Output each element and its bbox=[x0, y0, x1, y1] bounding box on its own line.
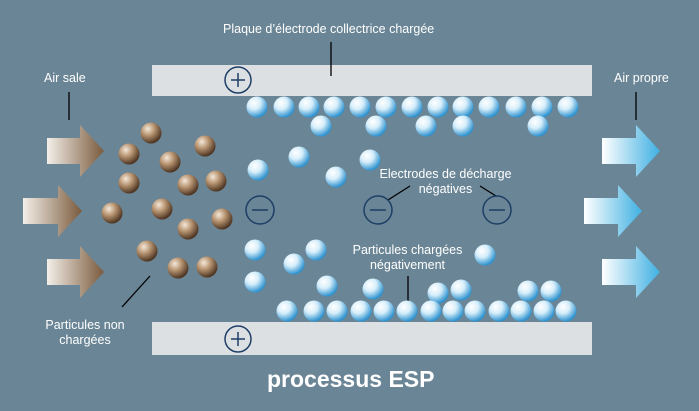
uncharged-particle bbox=[211, 208, 233, 230]
charged-particle bbox=[365, 115, 387, 137]
uncharged-particle bbox=[159, 151, 181, 173]
charged-particle bbox=[303, 300, 325, 322]
charged-particle bbox=[273, 96, 295, 118]
charged-particle bbox=[464, 300, 486, 322]
uncharged-particle bbox=[118, 143, 140, 165]
charged-particle bbox=[517, 280, 539, 302]
charged-particles-bottom bbox=[276, 275, 577, 322]
charged-particle bbox=[401, 96, 423, 118]
charged-particle bbox=[557, 96, 579, 118]
dirty-air-arrow-3 bbox=[47, 246, 104, 298]
charged-particle bbox=[420, 300, 442, 322]
leader-discharge-right bbox=[479, 185, 497, 197]
charged-particle bbox=[244, 271, 266, 293]
label-charged-line2: négativement bbox=[369, 258, 446, 272]
charged-particle bbox=[474, 244, 496, 266]
uncharged-particle bbox=[194, 135, 216, 157]
charged-particle bbox=[396, 300, 418, 322]
dirty-air-arrow-1 bbox=[47, 125, 104, 177]
label-air-out: Air propre bbox=[614, 71, 669, 85]
uncharged-particle bbox=[177, 174, 199, 196]
label-discharge-line1: Electrodes de décharge bbox=[379, 167, 512, 181]
charged-particle bbox=[246, 96, 268, 118]
uncharged-particle bbox=[151, 198, 173, 220]
charged-particle bbox=[452, 96, 474, 118]
diagram-title: processus ESP bbox=[267, 366, 435, 392]
charged-particle bbox=[349, 96, 371, 118]
uncharged-particle bbox=[167, 257, 189, 279]
charged-particle bbox=[298, 96, 320, 118]
charged-particle bbox=[505, 96, 527, 118]
uncharged-particle bbox=[136, 240, 158, 262]
charged-particle bbox=[527, 115, 549, 137]
bottom-collector-plate bbox=[152, 322, 592, 355]
charged-particle bbox=[450, 279, 472, 301]
charged-particle bbox=[323, 96, 345, 118]
charged-particle bbox=[427, 282, 449, 304]
label-discharge-electrodes: Electrodes de décharge négatives bbox=[368, 167, 523, 197]
charged-particle bbox=[452, 115, 474, 137]
charged-particle bbox=[288, 146, 310, 168]
label-top-plate: Plaque d’électrode collectrice chargée bbox=[223, 22, 435, 36]
clean-air-arrow-1 bbox=[602, 125, 660, 177]
charged-particles-flight bbox=[244, 146, 496, 293]
uncharged-particles bbox=[101, 122, 233, 279]
label-charged-particles: Particules chargées négativement bbox=[335, 243, 480, 273]
uncharged-particle bbox=[140, 122, 162, 144]
uncharged-particle bbox=[118, 172, 140, 194]
clean-air-arrow-2 bbox=[584, 185, 642, 237]
discharge-electrode-3 bbox=[482, 195, 512, 225]
charged-particle bbox=[442, 300, 464, 322]
leader-uncharged bbox=[121, 275, 151, 308]
charged-particle bbox=[373, 300, 395, 322]
charged-particle bbox=[375, 96, 397, 118]
top-collector-plate bbox=[152, 65, 592, 96]
label-uncharged-line2: chargées bbox=[59, 333, 111, 347]
charged-particle bbox=[276, 300, 298, 322]
charged-particle bbox=[533, 300, 555, 322]
charged-particle bbox=[283, 253, 305, 275]
dirty-air-arrow-2 bbox=[23, 185, 82, 237]
charged-particle bbox=[316, 275, 338, 297]
bottom-plus-sign bbox=[224, 325, 252, 353]
charged-particle bbox=[326, 300, 348, 322]
charged-particle bbox=[359, 149, 381, 171]
discharge-electrode-1 bbox=[245, 195, 275, 225]
charged-particle bbox=[310, 115, 332, 137]
charged-particle bbox=[510, 300, 532, 322]
top-plus-sign bbox=[224, 66, 252, 94]
charged-particle bbox=[540, 280, 562, 302]
uncharged-particle bbox=[196, 256, 218, 278]
charged-particle bbox=[531, 96, 553, 118]
charged-particles-top bbox=[246, 96, 579, 137]
charged-particle bbox=[247, 159, 269, 181]
charged-particle bbox=[415, 115, 437, 137]
charged-particle bbox=[244, 239, 266, 261]
charged-particle bbox=[427, 96, 449, 118]
uncharged-particle bbox=[177, 218, 199, 240]
charged-particle bbox=[478, 96, 500, 118]
uncharged-particle bbox=[205, 170, 227, 192]
discharge-electrode-2 bbox=[363, 195, 393, 225]
charged-particle bbox=[488, 300, 510, 322]
charged-particle bbox=[350, 300, 372, 322]
label-uncharged-line1: Particules non bbox=[45, 318, 125, 332]
charged-particle bbox=[362, 278, 384, 300]
label-uncharged-particles: Particules non chargées bbox=[30, 318, 140, 348]
clean-air-arrow-3 bbox=[602, 246, 660, 298]
leader-discharge-left bbox=[387, 185, 411, 201]
charged-particle bbox=[325, 166, 347, 188]
charged-particle bbox=[305, 239, 327, 261]
label-air-in: Air sale bbox=[44, 71, 86, 85]
uncharged-particle bbox=[101, 202, 123, 224]
charged-particle bbox=[555, 300, 577, 322]
label-charged-line1: Particules chargées bbox=[352, 243, 463, 257]
label-discharge-line2: négatives bbox=[418, 182, 473, 196]
